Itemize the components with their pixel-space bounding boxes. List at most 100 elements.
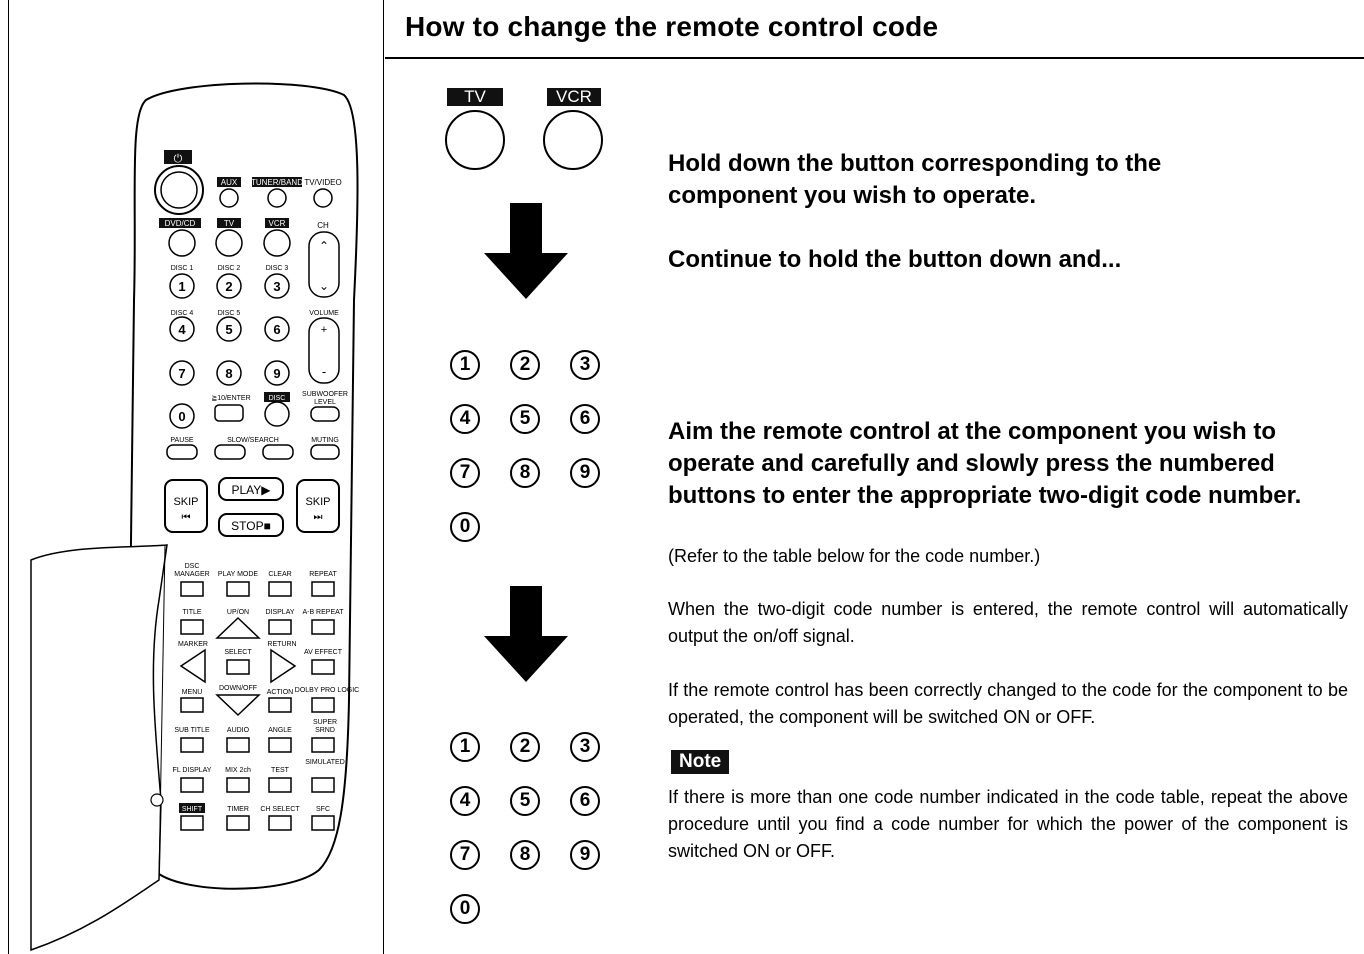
svg-text:SKIP: SKIP xyxy=(173,496,198,508)
svg-text:FL DISPLAY: FL DISPLAY xyxy=(173,767,212,774)
number-7-button[interactable]: 7 xyxy=(450,840,480,870)
svg-text:3: 3 xyxy=(273,279,280,294)
svg-text:UP/ON: UP/ON xyxy=(227,609,249,616)
number-4-button[interactable]: 4 xyxy=(450,786,480,816)
svg-text:TIMER: TIMER xyxy=(227,806,249,813)
number-6-button[interactable]: 6 xyxy=(570,404,600,434)
number-3-button[interactable]: 3 xyxy=(570,350,600,380)
svg-text:6: 6 xyxy=(273,322,280,337)
svg-text:SFC: SFC xyxy=(316,806,330,813)
svg-text:PLAY▶: PLAY▶ xyxy=(231,483,271,497)
svg-text:8: 8 xyxy=(225,366,232,381)
svg-text:TITLE: TITLE xyxy=(182,609,201,616)
down-arrow-icon xyxy=(484,586,568,682)
number-2-button[interactable]: 2 xyxy=(510,350,540,380)
svg-text:SHIFT: SHIFT xyxy=(182,806,203,813)
number-3-button[interactable]: 3 xyxy=(570,732,600,762)
svg-text:2: 2 xyxy=(225,279,232,294)
svg-text:DISC 3: DISC 3 xyxy=(266,265,289,272)
svg-text:CLEAR: CLEAR xyxy=(268,571,291,578)
svg-text:ACTION: ACTION xyxy=(267,689,293,696)
svg-text:9: 9 xyxy=(273,366,280,381)
tv-button[interactable] xyxy=(445,110,505,170)
svg-text:DISC 1: DISC 1 xyxy=(171,265,194,272)
svg-text:DISC 2: DISC 2 xyxy=(218,265,241,272)
svg-text:MANAGER: MANAGER xyxy=(174,571,209,578)
down-arrow-icon xyxy=(484,203,568,299)
remote-illustration-panel: ⏻ AUX TUNER/BAND TV/VIDEO DVD/CD TV VCR … xyxy=(8,0,384,954)
page-header xyxy=(385,0,1364,59)
svg-text:DOLBY PRO LOGIC: DOLBY PRO LOGIC xyxy=(295,687,359,694)
svg-text:DISC 5: DISC 5 xyxy=(218,310,241,317)
svg-text:STOP■: STOP■ xyxy=(231,519,271,533)
svg-text:PAUSE: PAUSE xyxy=(170,437,194,444)
svg-text:+: + xyxy=(321,324,327,336)
svg-text:ANGLE: ANGLE xyxy=(268,727,292,734)
remote-control-illustration: ⏻ AUX TUNER/BAND TV/VIDEO DVD/CD TV VCR … xyxy=(30,82,359,952)
number-2-button[interactable]: 2 xyxy=(510,732,540,762)
svg-text:CH SELECT: CH SELECT xyxy=(260,806,300,813)
svg-text:MUTING: MUTING xyxy=(311,437,339,444)
top-row-labels: AUX TUNER/BAND TV/VIDEO xyxy=(217,177,342,187)
page-title: How to change the remote control code xyxy=(405,11,939,42)
svg-text:SIMULATED: SIMULATED xyxy=(305,759,345,766)
number-5-button[interactable]: 5 xyxy=(510,786,540,816)
svg-text:SUBWOOFER: SUBWOOFER xyxy=(302,391,348,398)
number-9-button[interactable]: 9 xyxy=(570,458,600,488)
svg-text:4: 4 xyxy=(178,322,186,337)
power-icon xyxy=(164,150,192,164)
svg-text:SUPER: SUPER xyxy=(313,719,337,726)
svg-text:AUDIO: AUDIO xyxy=(227,727,250,734)
svg-text:DISC: DISC xyxy=(269,395,286,402)
number-5-button[interactable]: 5 xyxy=(510,404,540,434)
svg-text:-: - xyxy=(322,364,326,379)
remote-number-keys: 1 2 3 4 5 6 7 8 9 0 xyxy=(169,273,290,429)
number-6-button[interactable]: 6 xyxy=(570,786,600,816)
step3-reference: (Refer to the table below for the code n… xyxy=(668,546,1041,566)
svg-text:SRND: SRND xyxy=(315,727,335,734)
svg-text:TV/VIDEO: TV/VIDEO xyxy=(304,178,341,187)
svg-text:MARKER: MARKER xyxy=(178,641,208,648)
svg-text:DOWN/OFF: DOWN/OFF xyxy=(219,685,257,692)
note-text: If there is more than one code number in… xyxy=(668,787,1348,861)
svg-text:TV: TV xyxy=(224,219,235,228)
svg-text:≧10/ENTER: ≧10/ENTER xyxy=(211,395,250,402)
number-4-button[interactable]: 4 xyxy=(450,404,480,434)
vcr-button[interactable] xyxy=(543,110,603,170)
number-0-button[interactable]: 0 xyxy=(450,512,480,542)
number-8-button[interactable]: 8 xyxy=(510,840,540,870)
svg-text:A-B REPEAT: A-B REPEAT xyxy=(302,609,344,616)
volume-rocker xyxy=(308,317,340,384)
step2-text: Continue to hold the button down and... xyxy=(668,246,1122,273)
svg-text:0: 0 xyxy=(178,409,185,424)
svg-text:⏻: ⏻ xyxy=(174,152,183,165)
svg-text:SUB TITLE: SUB TITLE xyxy=(174,727,210,734)
switched-paragraph: If the remote control has been correctly… xyxy=(668,680,1348,727)
svg-text:REPEAT: REPEAT xyxy=(309,571,337,578)
svg-text:⏭: ⏭ xyxy=(314,512,323,523)
svg-text:SLOW/SEARCH: SLOW/SEARCH xyxy=(227,437,279,444)
svg-text:PLAY MODE: PLAY MODE xyxy=(218,571,259,578)
paper-flap xyxy=(30,544,168,952)
svg-text:MENU: MENU xyxy=(182,689,203,696)
number-9-button[interactable]: 9 xyxy=(570,840,600,870)
number-8-button[interactable]: 8 xyxy=(510,458,540,488)
svg-text:LEVEL: LEVEL xyxy=(314,399,336,406)
number-1-button[interactable]: 1 xyxy=(450,350,480,380)
number-7-button[interactable]: 7 xyxy=(450,458,480,488)
svg-text:VOLUME: VOLUME xyxy=(309,310,339,317)
step3-text: Aim the remote control at the component … xyxy=(668,418,1302,509)
svg-text:AUX: AUX xyxy=(221,178,238,187)
svg-text:⌄: ⌄ xyxy=(319,279,329,293)
number-1-button[interactable]: 1 xyxy=(450,732,480,762)
svg-text:VCR: VCR xyxy=(269,219,286,228)
svg-text:SELECT: SELECT xyxy=(224,649,252,656)
note-badge: Note xyxy=(671,750,730,774)
svg-text:TEST: TEST xyxy=(271,767,290,774)
number-0-button[interactable]: 0 xyxy=(450,894,480,924)
svg-text:DVD/CD: DVD/CD xyxy=(165,219,196,228)
svg-text:DSC: DSC xyxy=(185,563,200,570)
channel-rocker xyxy=(308,231,340,298)
svg-text:⌃: ⌃ xyxy=(319,239,329,253)
output-signal-paragraph: When the two-digit code number is entere… xyxy=(668,599,1348,646)
